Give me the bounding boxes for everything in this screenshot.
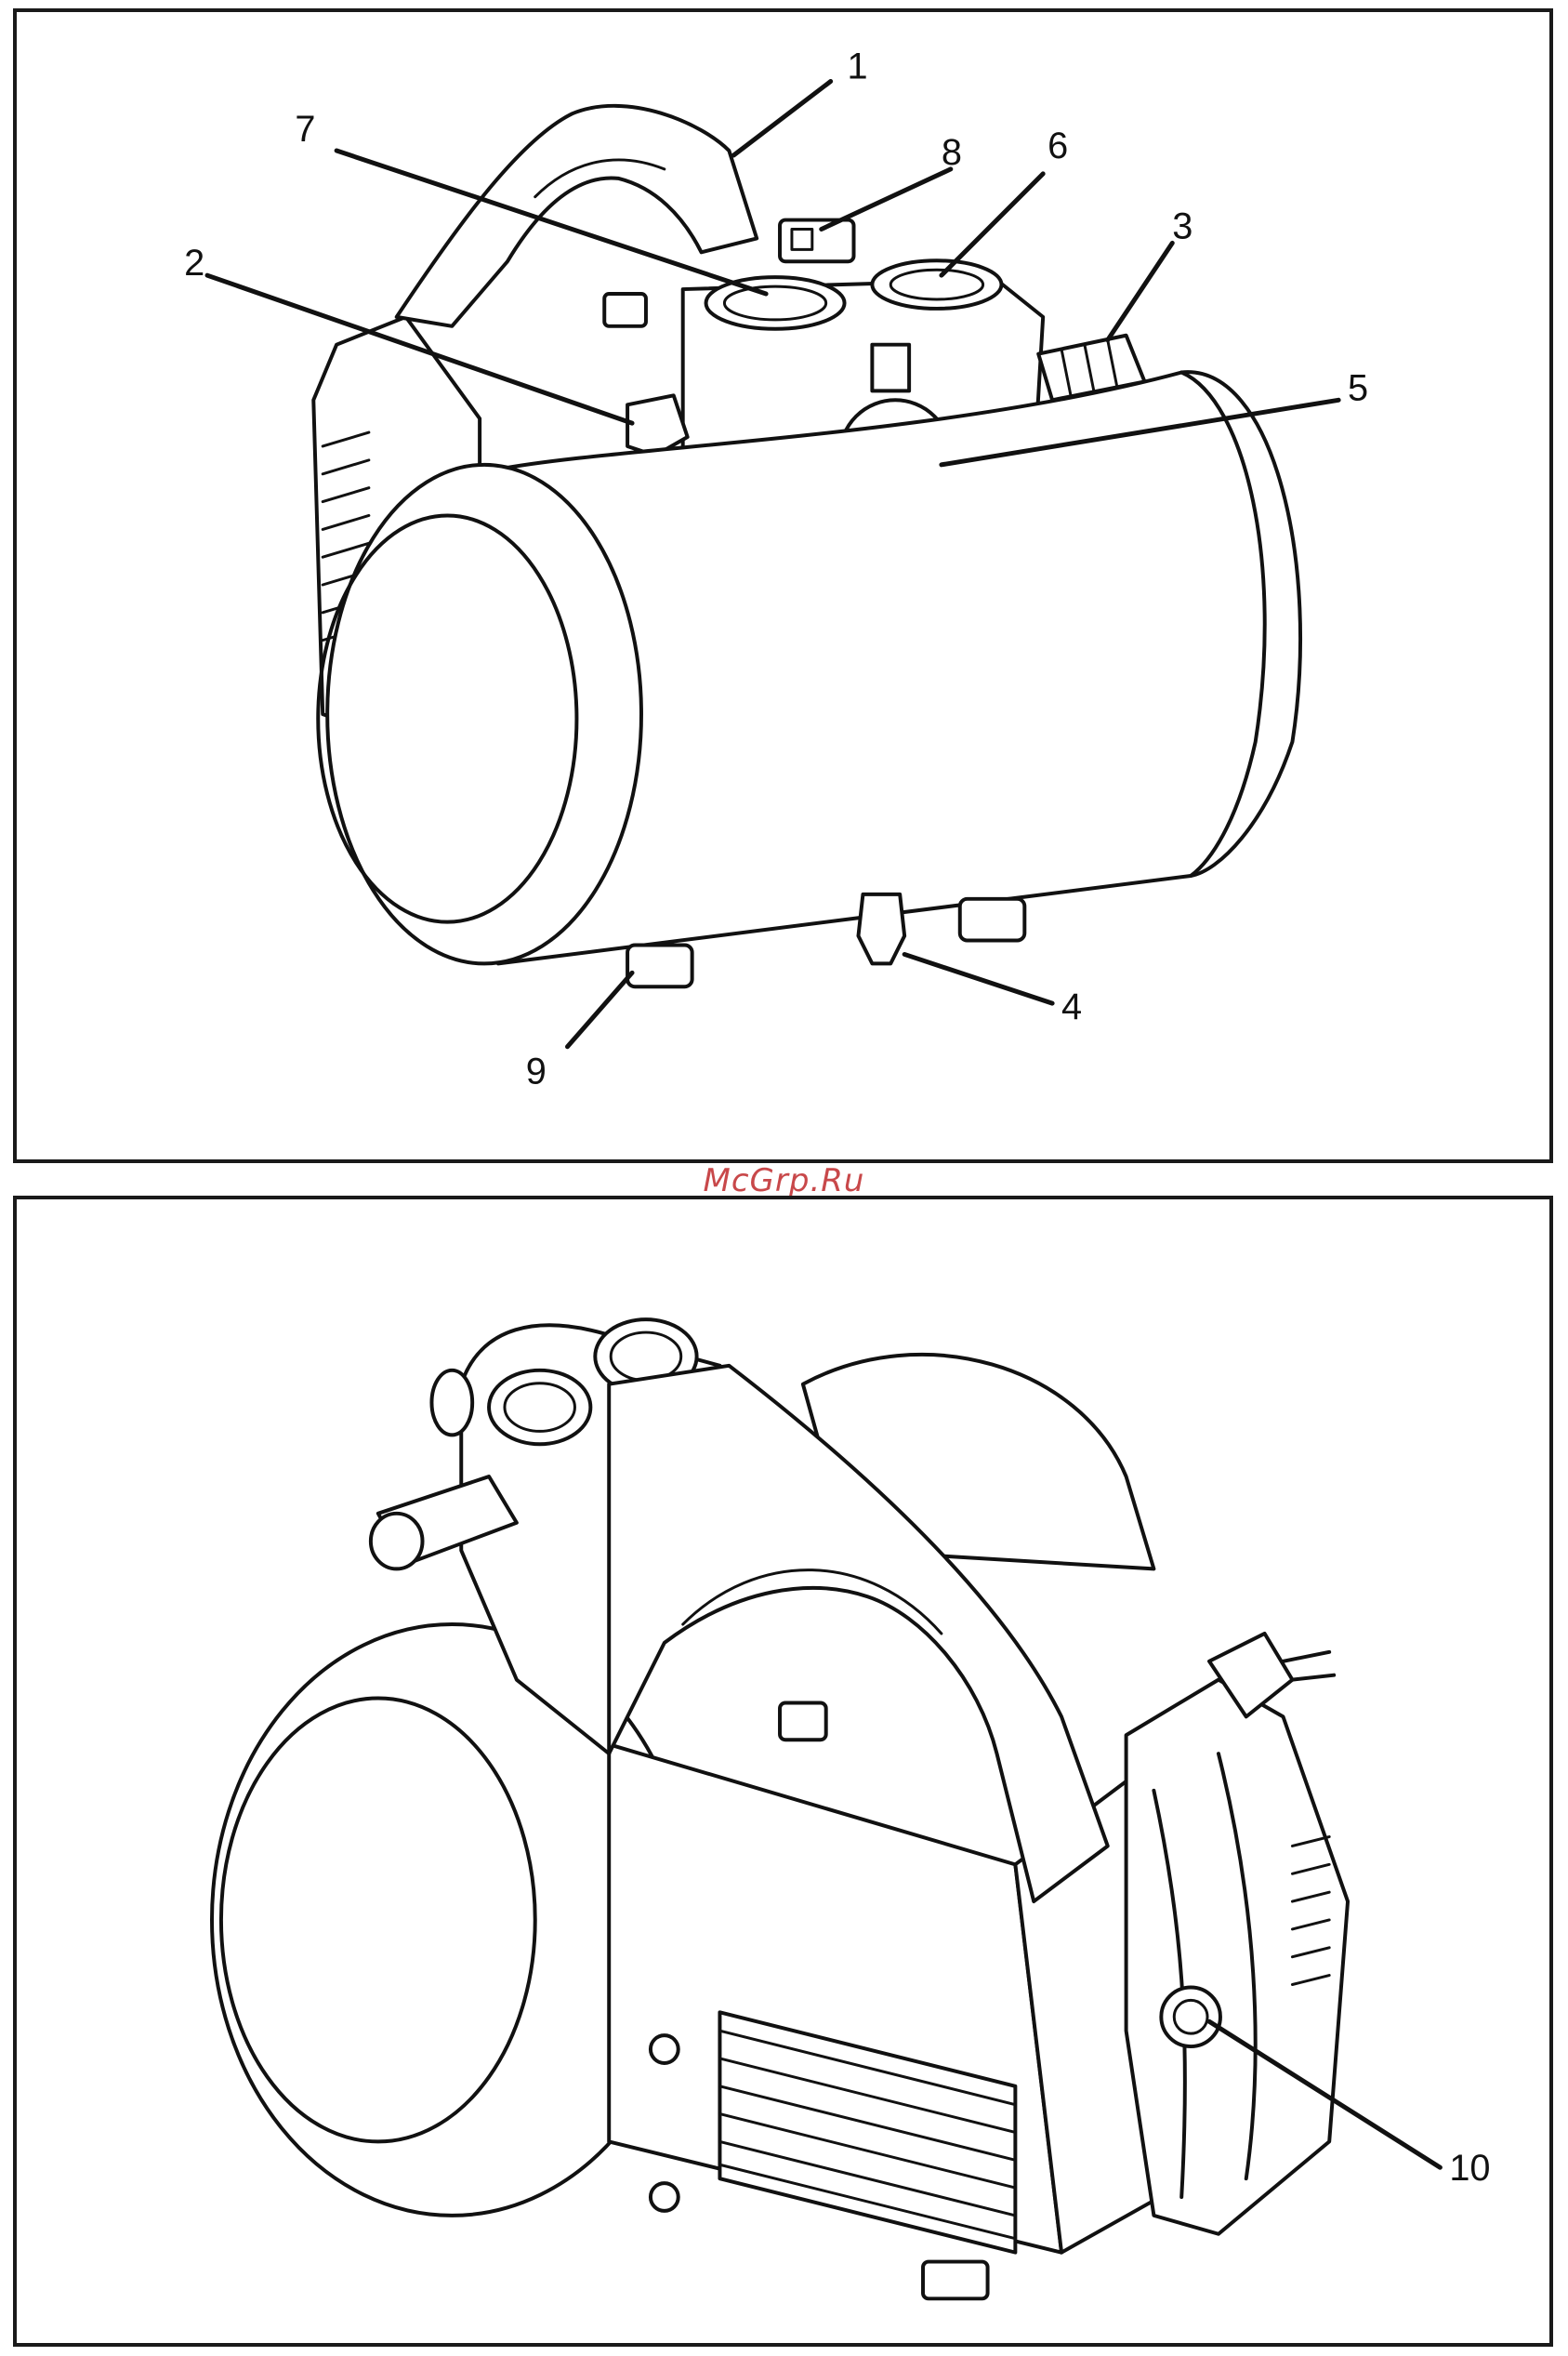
side-cord-wrap bbox=[1127, 1680, 1348, 2234]
rubber-foot-left bbox=[627, 945, 692, 986]
figure-panel-rear-view: 10 bbox=[13, 1196, 1553, 2347]
callout-9: 9 bbox=[526, 1052, 547, 1092]
watermark: McGrp.Ru bbox=[0, 1162, 1568, 1199]
callout-3: 3 bbox=[1172, 205, 1192, 246]
compressor-rear-drawing: 10 bbox=[17, 1199, 1549, 2343]
figure-panel-front-view: 1 2 3 4 5 6 7 8 9 bbox=[13, 8, 1553, 1163]
callout-10: 10 bbox=[1449, 2148, 1490, 2189]
rubber-foot-right bbox=[960, 899, 1025, 941]
thermal-reset-button bbox=[1161, 1987, 1220, 2046]
callout-4: 4 bbox=[1061, 986, 1082, 1027]
callout-5: 5 bbox=[1348, 367, 1368, 408]
callout-6: 6 bbox=[1048, 126, 1068, 166]
rubber-foot bbox=[923, 2262, 988, 2299]
regulator-knob bbox=[431, 1370, 472, 1436]
compressor-front-drawing: 1 2 3 4 5 6 7 8 9 bbox=[17, 12, 1549, 1159]
callout-7: 7 bbox=[295, 109, 315, 150]
callout-2: 2 bbox=[184, 243, 204, 284]
drain-valve bbox=[858, 894, 904, 964]
gauge-tank-pressure bbox=[706, 277, 845, 329]
callout-1: 1 bbox=[848, 46, 868, 87]
callout-8: 8 bbox=[942, 132, 962, 173]
